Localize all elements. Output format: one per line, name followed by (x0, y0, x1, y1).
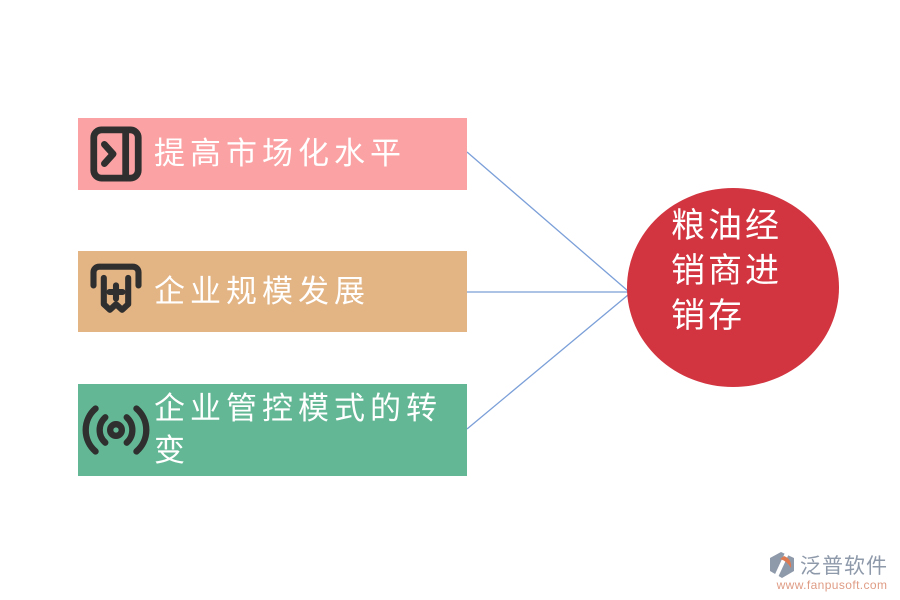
connector-line-top (466, 151, 629, 292)
connector-line-bottom (466, 294, 629, 430)
diagram-item-label: 企业规模发展 (154, 273, 370, 309)
diagram-center-node: 粮油经销商进销存 (627, 188, 839, 387)
diagram-item-control-mode: 企业管控模式的转变 (78, 384, 467, 476)
receipt-icon (78, 259, 154, 325)
broadcast-icon (78, 402, 154, 458)
watermark-url-text: www.fanpusoft.com (776, 578, 888, 592)
diagram-item-label: 提高市场化水平 (154, 136, 406, 171)
diagram-center-label: 粮油经销商进销存 (671, 207, 782, 335)
diagram-item-label: 企业管控模式的转变 (154, 391, 442, 468)
fanpu-logo-icon (768, 550, 798, 580)
watermark-brand-text: 泛普软件 (800, 555, 888, 578)
watermark: 泛普软件 www.fanpusoft.com (768, 550, 896, 592)
diagram-item-market-level: 提高市场化水平 (78, 118, 467, 190)
diagram-item-enterprise-scale: 企业规模发展 (78, 251, 467, 332)
book-chevron-icon (78, 125, 154, 183)
